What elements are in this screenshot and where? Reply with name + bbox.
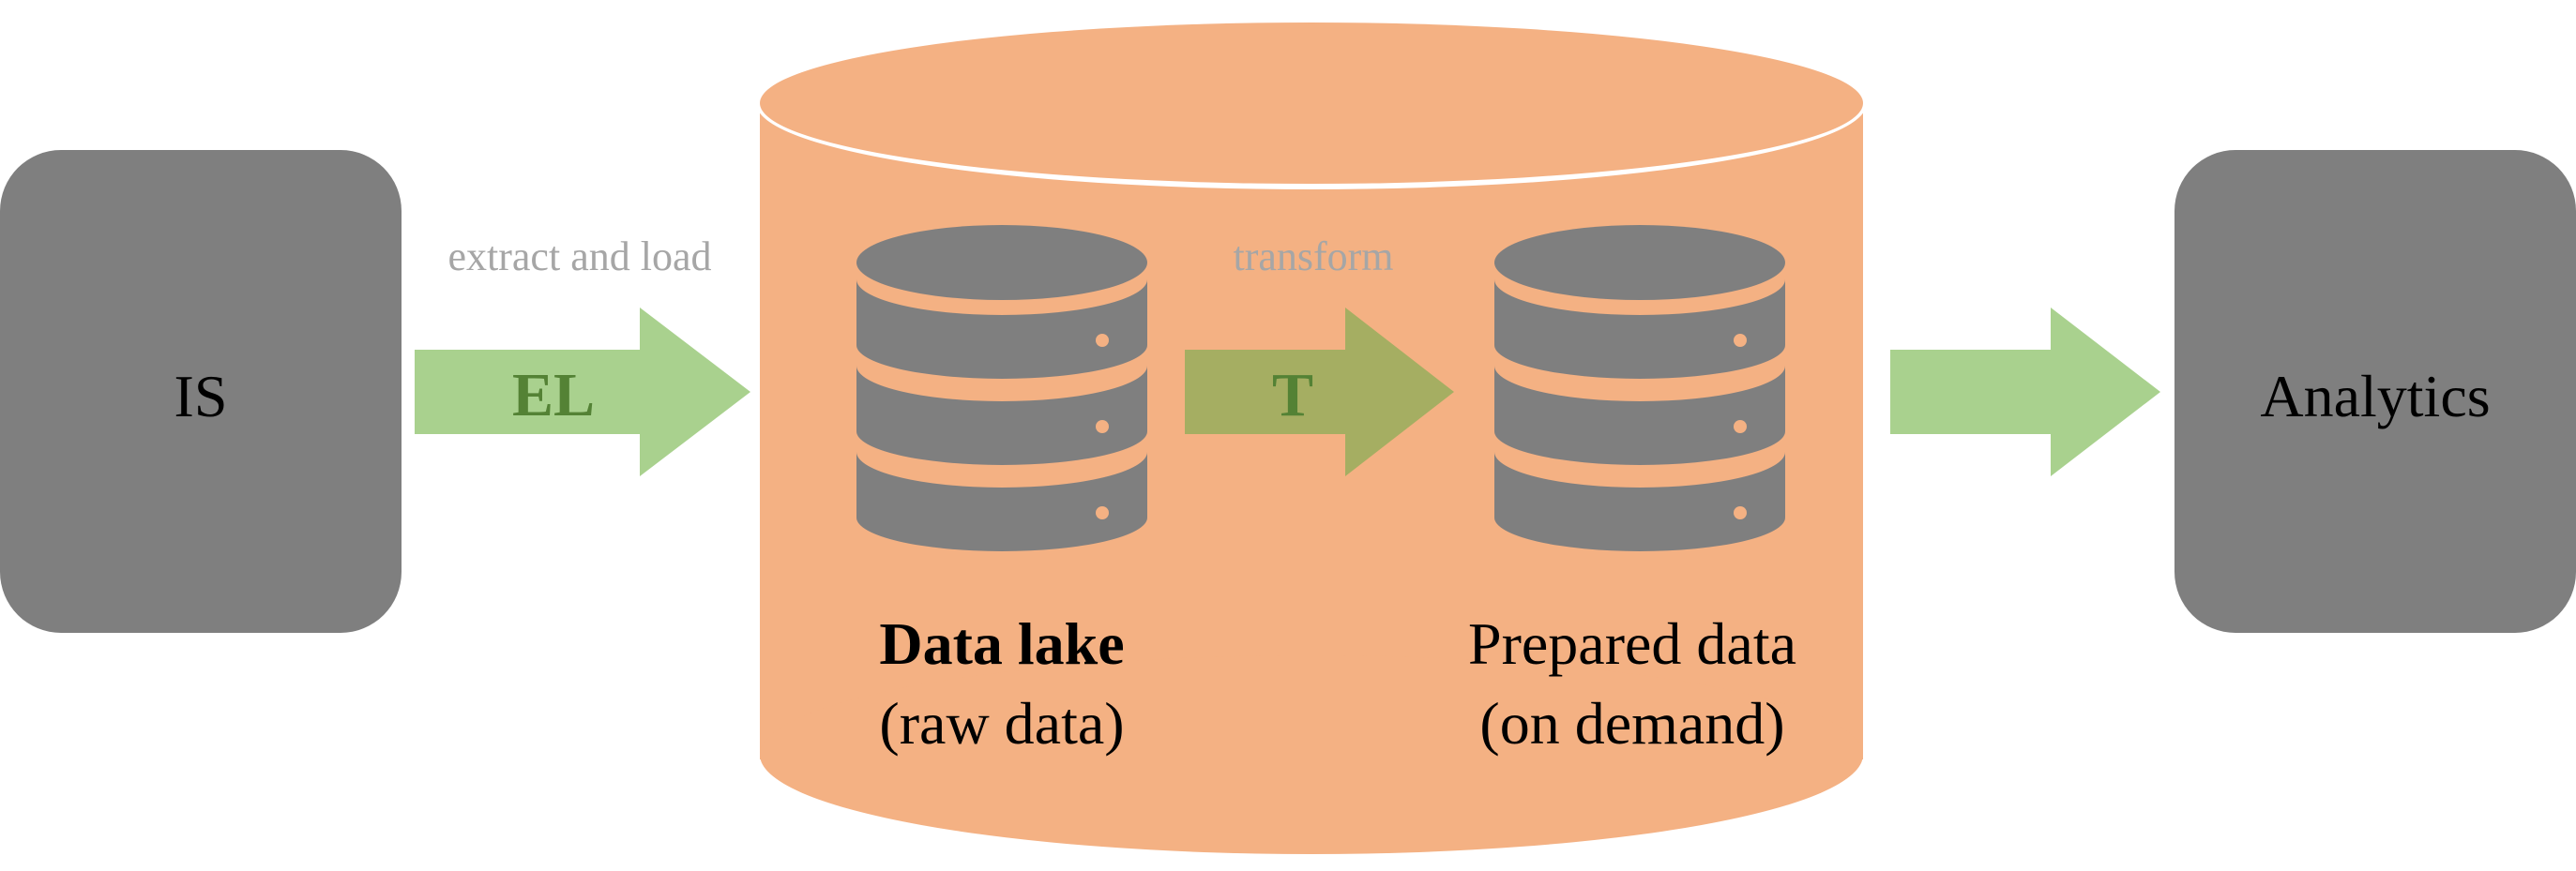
raw-store-subtitle: (raw data) — [879, 690, 1124, 757]
source-system-label: IS — [174, 363, 228, 429]
output-arrow — [1890, 308, 2160, 476]
extract-load-caption: extract and load — [448, 233, 712, 279]
transform-arrow: transform T — [1185, 233, 1454, 476]
extract-load-arrow: extract and load EL — [415, 233, 750, 476]
source-system-box: IS — [0, 150, 402, 633]
raw-store-title: Data lake — [879, 610, 1124, 677]
data-lake-cylinder — [756, 17, 1867, 854]
analytics-label: Analytics — [2260, 363, 2490, 429]
analytics-box: Analytics — [2174, 150, 2576, 633]
extract-load-label: EL — [512, 361, 595, 429]
prepared-data-database-icon — [1494, 225, 1785, 551]
prepared-store-title: Prepared data — [1468, 610, 1796, 677]
transform-caption: transform — [1233, 233, 1393, 279]
transform-label: T — [1272, 361, 1313, 429]
raw-data-database-icon — [856, 225, 1147, 551]
prepared-store-subtitle: (on demand) — [1479, 690, 1784, 757]
